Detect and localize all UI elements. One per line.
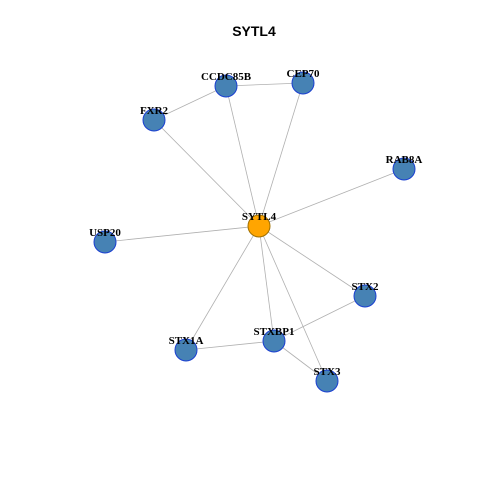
node-label-stx2: STX2 [352, 281, 379, 293]
edge-sytl4-cep70 [258, 82, 304, 227]
edge-sytl4-usp20 [104, 225, 260, 243]
edge-sytl4-stx1a [185, 225, 260, 351]
node-stxbp1 [262, 329, 286, 353]
edge-stxbp1-stx2 [273, 295, 366, 342]
node-stx3 [315, 369, 339, 393]
edge-stxbp1-stx1a [185, 340, 275, 351]
edge-sytl4-fxr2 [153, 119, 260, 227]
node-label-stx3: STX3 [314, 366, 341, 378]
node-label-sytl4: SYTL4 [242, 211, 277, 223]
node-label-stx1a: STX1A [169, 335, 204, 347]
node-label-stxbp1: STXBP1 [254, 326, 295, 338]
node-usp20 [93, 230, 117, 254]
edge-ccdc85b-cep70 [225, 82, 304, 87]
node-sytl4 [247, 214, 271, 238]
node-stx1a [174, 338, 198, 362]
node-ccdc85b [214, 74, 238, 98]
edge-sytl4-ccdc85b [225, 85, 260, 227]
node-label-rab8a: RAB8A [386, 154, 423, 166]
edge-sytl4-rab8a [258, 168, 405, 227]
edge-ccdc85b-fxr2 [153, 85, 227, 121]
node-label-cep70: CEP70 [287, 68, 321, 80]
node-label-fxr2: FXR2 [140, 105, 169, 117]
node-fxr2 [142, 108, 166, 132]
node-rab8a [392, 157, 416, 181]
edge-sytl4-stx3 [258, 225, 328, 382]
node-stx2 [353, 284, 377, 308]
node-label-ccdc85b: CCDC85B [201, 71, 252, 83]
node-label-usp20: USP20 [89, 227, 121, 239]
node-cep70 [291, 71, 315, 95]
edge-sytl4-stx2 [258, 225, 366, 297]
diagram-title: SYTL4 [232, 23, 276, 39]
nodes-layer [93, 71, 416, 393]
edge-sytl4-stxbp1 [258, 225, 275, 342]
